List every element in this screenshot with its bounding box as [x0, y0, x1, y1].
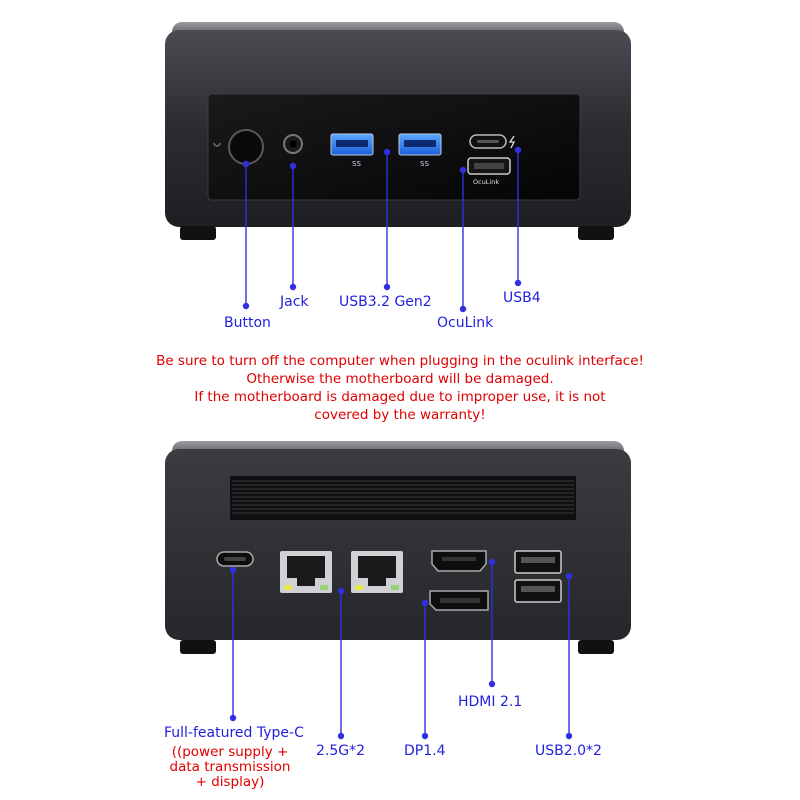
- label-button: Button: [224, 315, 271, 331]
- rear-unit: [165, 441, 631, 654]
- warning-line-4: covered by the warranty!: [314, 407, 486, 423]
- label-usb20: USB2.0*2: [535, 743, 602, 759]
- power-button-shape: [228, 129, 264, 165]
- label-hdmi: HDMI 2.1: [458, 694, 523, 710]
- label-oculink: OcuLink: [437, 315, 494, 331]
- label-typec: Full-featured Type-C: [164, 725, 304, 741]
- label-dp: DP1.4: [404, 743, 446, 759]
- typec-sub-line-2: data transmission: [169, 759, 291, 775]
- usb32-ss-mark-1: SS: [352, 160, 361, 168]
- foot: [578, 226, 614, 240]
- warning-line-2: Otherwise the motherboard will be damage…: [246, 371, 554, 387]
- usb32-ss-mark-2: SS: [420, 160, 429, 168]
- foot: [180, 226, 216, 240]
- label-usb32-gen2: USB3.2 Gen2: [339, 294, 432, 310]
- front-unit: [165, 22, 631, 240]
- label-typec-sub: ((power supply + data transmission + dis…: [160, 745, 300, 790]
- power-led: [213, 142, 221, 147]
- oculink-port-mark: OcuLink: [473, 178, 499, 186]
- label-usb4: USB4: [503, 290, 541, 306]
- label-lan: 2.5G*2: [316, 743, 366, 759]
- usb4-mark-icon: [508, 135, 516, 149]
- foot: [578, 640, 614, 654]
- leader-lines: [229, 146, 573, 740]
- warning-text: Be sure to turn off the computer when pl…: [0, 352, 800, 424]
- typec-sub-line-1: ((power supply +: [171, 744, 289, 760]
- foot: [180, 640, 216, 654]
- label-jack: Jack: [280, 294, 309, 310]
- warning-line-3: If the motherboard is damaged due to imp…: [194, 389, 606, 405]
- warning-line-1: Be sure to turn off the computer when pl…: [156, 353, 644, 369]
- typec-sub-line-3: + display): [195, 774, 265, 790]
